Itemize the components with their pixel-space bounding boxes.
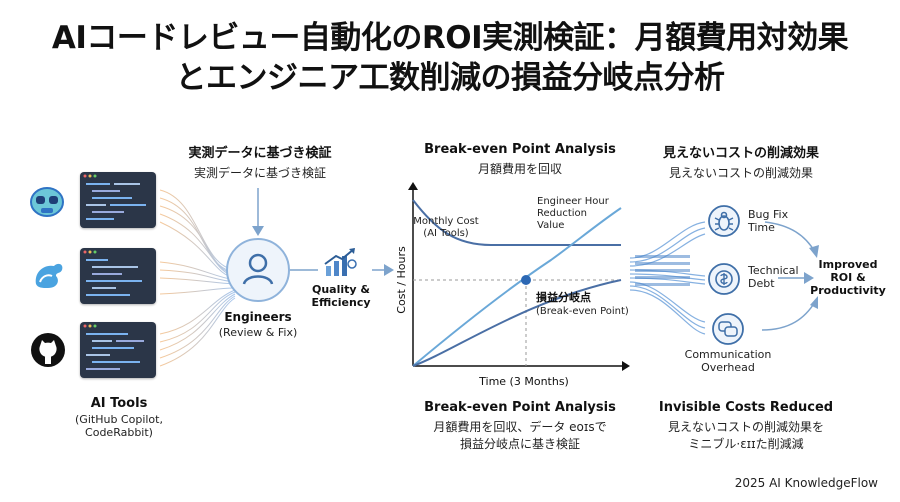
quality-label-1: Quality & [312, 283, 370, 296]
engineer-icon [226, 238, 290, 302]
title-line-1: AIコードレビュー自動化のROI実測検証：月額費用対効果 [51, 20, 849, 56]
right-item-3-label-1: Communication [684, 348, 772, 361]
series-value-line-lower [412, 279, 622, 367]
right-item-2: Technical Debt [748, 264, 818, 290]
right-heading-block: 見えないコストの削減効果 見えないコストの削減効果 [646, 142, 836, 181]
series-monthly-cost-line [412, 199, 621, 246]
ai-tools-sub-1: (GitHub Copilot, [75, 413, 163, 426]
left-heading-block: 実測データに基づき検証 実測データに基づき検証 [170, 142, 350, 181]
series-hour-value-line [412, 207, 622, 367]
result-block: Improved ROI & Productivity [806, 258, 890, 297]
result-line-1: Improved [818, 258, 878, 271]
ai-tools-label-block: AI Tools (GitHub Copilot, CodeRabbit) [64, 396, 174, 439]
code-lines-icon [83, 324, 144, 370]
series1-label-1: Monthly Cost [413, 216, 479, 227]
coderabbit-logo-icon [35, 263, 63, 288]
y-axis-arrow [408, 182, 418, 190]
series1-label-2: (AI Tools) [423, 228, 469, 239]
right-bottom-line-1: 見えないコストの削減効果を [667, 420, 824, 434]
right-item-3: Communication Overhead [672, 348, 784, 374]
right-subheading: 見えないコストの削減効果 [668, 166, 813, 180]
engineers-label: Engineers [224, 310, 292, 324]
middle-subheading: 月額費用を回収 [477, 162, 562, 176]
quality-label-2: Efficiency [311, 296, 371, 309]
copilot-logo-icon [30, 187, 64, 217]
middle-heading-block: Break-even Point Analysis 月額費用を回収 [410, 142, 630, 177]
break-even-chart: Cost / Hours Monthly Cost (AI Tools) Eng… [396, 182, 630, 388]
ai-tools-label: AI Tools [90, 396, 148, 411]
engineers-sub: (Review & Fix) [218, 326, 298, 339]
middle-bottom-line-2: 損益分岐点に基き検証 [459, 437, 580, 451]
middle-bottom-block: Break-even Point Analysis 月額費用を回収、データ eo… [400, 400, 640, 452]
code-lines-icon [83, 174, 146, 220]
result-line-3: Productivity [810, 284, 886, 297]
code-lines-icon [83, 250, 142, 296]
code-window-1 [80, 172, 156, 228]
ai-tools-sub-2: CodeRabbit) [85, 426, 153, 439]
break-even-sub: (Break-even Point) [536, 306, 629, 317]
code-window-3 [80, 322, 156, 378]
right-item-3-label-2: Overhead [701, 361, 755, 374]
right-bottom-heading: Invisible Costs Reduced [658, 400, 834, 415]
x-axis-arrow [622, 361, 630, 371]
break-even-label: 損益分岐点 [536, 290, 591, 304]
right-bottom-block: Invisible Costs Reduced 見えないコストの削減効果を ミニ… [646, 400, 846, 452]
footer-credit: 2025 AI KnowledgeFlow [734, 476, 878, 490]
github-logo-icon [31, 333, 65, 367]
growth-chart-icon [324, 248, 357, 276]
quality-label-block: Quality & Efficiency [304, 283, 378, 309]
right-bottom-line-2: ミニブル·ɛɪɪた削減減 [688, 437, 804, 451]
middle-bottom-heading: Break-even Point Analysis [424, 400, 616, 415]
engineers-label-block: Engineers (Review & Fix) [196, 310, 320, 339]
right-item-1-label-2: Time [748, 221, 775, 234]
code-window-2 [80, 248, 156, 304]
right-item-2-label-1: Technical [748, 264, 799, 277]
y-axis-label: Cost / Hours [396, 246, 408, 314]
left-subheading: 実測データに基づき検証 [193, 166, 326, 180]
right-item-1: Bug Fix Time [748, 208, 818, 234]
middle-heading: Break-even Point Analysis [424, 142, 616, 157]
right-item-2-label-2: Debt [748, 277, 775, 290]
right-item-1-label-1: Bug Fix [748, 208, 789, 221]
series2-label-1: Engineer Hour [537, 196, 610, 207]
page-title: AIコードレビュー自動化のROI実測検証：月額費用対効果 とエンジニア工数削減の… [0, 18, 900, 98]
title-line-2: とエンジニア工数削減の損益分岐点分析 [175, 60, 726, 96]
left-heading: 実測データに基づき検証 [188, 146, 332, 161]
break-even-point [521, 275, 531, 285]
x-axis-label: Time (3 Months) [478, 375, 569, 388]
bug-icon [708, 205, 740, 237]
right-heading: 見えないコストの削減効果 [662, 146, 819, 161]
chat-bubbles-icon [712, 313, 744, 345]
result-line-2: ROI & [830, 271, 866, 284]
series2-label-2: Reduction [537, 208, 587, 219]
debt-coin-icon [708, 263, 740, 295]
middle-bottom-line-1: 月額費用を回収、データ eoɪsで [433, 420, 607, 434]
series2-label-3: Value [537, 220, 564, 231]
